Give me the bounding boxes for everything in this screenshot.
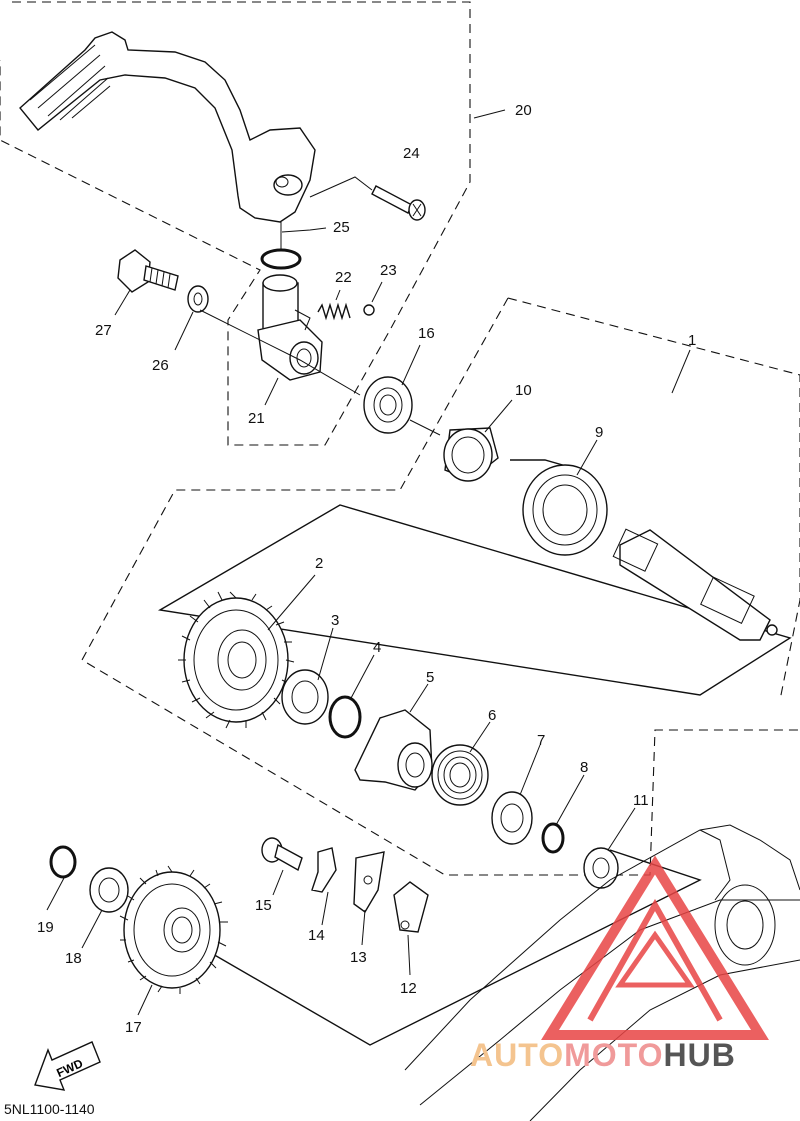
washer-26 xyxy=(187,285,209,313)
part-number-labels: 20 24 25 22 23 27 26 21 16 1 10 9 2 3 4 … xyxy=(37,102,696,1036)
part-label-23: 23 xyxy=(380,262,397,279)
part-label-7: 7 xyxy=(537,732,545,749)
washer-11 xyxy=(583,847,619,889)
circlip-19 xyxy=(49,845,77,879)
group-outline-kick-lever xyxy=(0,1,471,446)
part-label-15: 15 xyxy=(255,897,272,914)
leader-lines xyxy=(46,109,691,1016)
part-label-1: 1 xyxy=(688,332,696,349)
collar-10 xyxy=(443,427,499,482)
group-box-idler xyxy=(179,849,702,1046)
part-label-19: 19 xyxy=(37,919,54,936)
group-box-shaft xyxy=(157,504,792,696)
o-ring-25 xyxy=(260,222,302,270)
part-label-12: 12 xyxy=(400,980,417,997)
catalog-code: 5NL1100-1140 xyxy=(4,1101,95,1117)
part-label-14: 14 xyxy=(308,927,325,944)
part-label-10: 10 xyxy=(515,382,532,399)
kick-lever xyxy=(19,31,316,223)
kick-gear-2 xyxy=(178,591,295,729)
bolt-24 xyxy=(309,176,426,221)
bolt-15 xyxy=(261,837,303,872)
part-label-25: 25 xyxy=(333,219,350,236)
spring-22 xyxy=(317,302,351,321)
lock-plate-14 xyxy=(311,847,337,893)
part-label-18: 18 xyxy=(65,950,82,967)
watermark-part2: MOTO xyxy=(564,1037,664,1073)
part-label-26: 26 xyxy=(152,357,169,374)
washer-7 xyxy=(491,791,533,845)
part-label-17: 17 xyxy=(125,1019,142,1036)
watermark-brand-text: AUTOMOTOHUB xyxy=(470,1037,736,1074)
axis-line-upper xyxy=(199,309,361,396)
kick-boss-21 xyxy=(257,274,323,381)
kick-shaft xyxy=(612,528,778,641)
spring-6 xyxy=(431,744,489,806)
ball-23 xyxy=(363,304,375,316)
washer-3 xyxy=(281,669,329,725)
part-label-11: 11 xyxy=(633,792,649,809)
part-label-22: 22 xyxy=(335,269,352,286)
part-label-6: 6 xyxy=(488,707,496,724)
part-label-8: 8 xyxy=(580,759,588,776)
idler-gear-17 xyxy=(119,865,228,994)
fwd-arrow-icon: FWD xyxy=(34,1041,101,1091)
part-label-5: 5 xyxy=(426,669,434,686)
watermark-logo xyxy=(541,855,769,1040)
part-label-20: 20 xyxy=(515,102,532,119)
oil-seal-16 xyxy=(363,376,413,434)
part-label-9: 9 xyxy=(595,424,603,441)
ratchet-5 xyxy=(354,709,433,791)
circlip-8 xyxy=(541,822,565,854)
part-label-3: 3 xyxy=(331,612,339,629)
bolt-27 xyxy=(117,249,179,293)
part-label-16: 16 xyxy=(418,325,435,342)
washer-18 xyxy=(89,867,129,913)
watermark-part3: HUB xyxy=(663,1037,736,1073)
circlip-4 xyxy=(328,695,362,739)
stopper-12 xyxy=(393,881,429,933)
watermark-part1: AUTO xyxy=(470,1037,565,1073)
part-label-21: 21 xyxy=(248,410,265,427)
part-label-13: 13 xyxy=(350,949,367,966)
part-label-27: 27 xyxy=(95,322,112,339)
part-label-24: 24 xyxy=(403,145,420,162)
torsion-spring-9 xyxy=(510,459,608,556)
part-label-2: 2 xyxy=(315,555,323,572)
group-outline-kick-shaft xyxy=(81,297,800,876)
axis-line-lower xyxy=(409,419,441,436)
plate-13 xyxy=(353,851,385,914)
part-label-4: 4 xyxy=(373,639,381,656)
